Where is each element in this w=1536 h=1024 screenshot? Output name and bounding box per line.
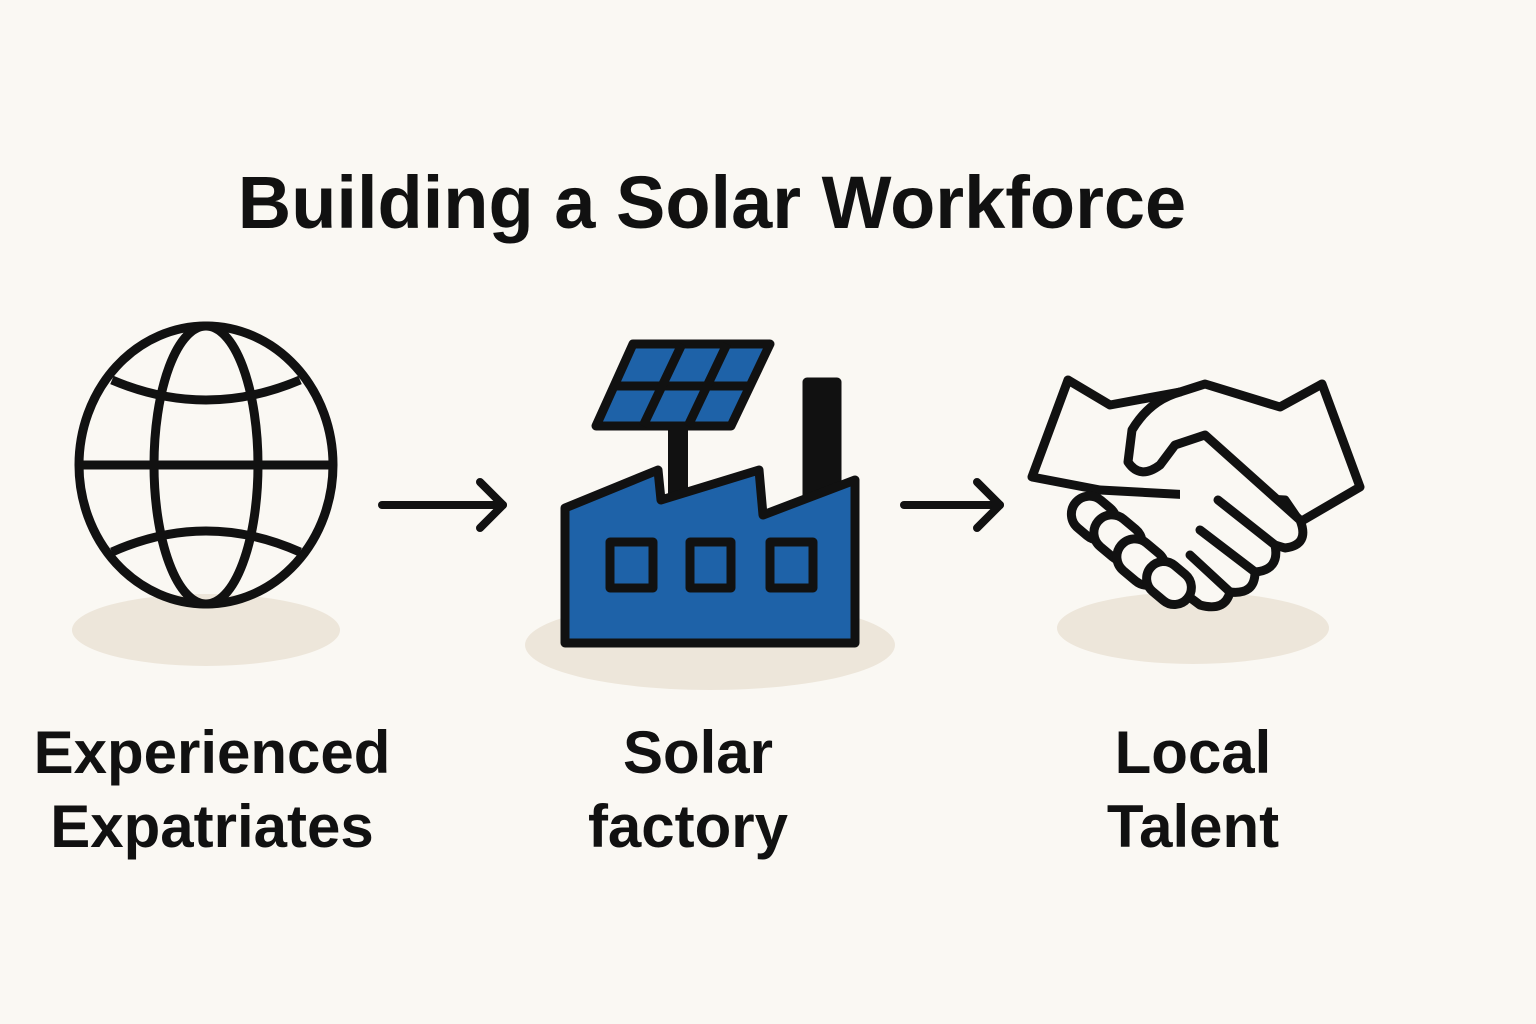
- handshake-icon: [1027, 375, 1365, 612]
- globe-shadow: [72, 594, 340, 666]
- arrow-icon: [378, 478, 507, 532]
- label-line: factory: [587, 793, 789, 860]
- step-label-factory: Solar factory: [488, 716, 888, 864]
- step-label-local-talent: Local Talent: [993, 716, 1393, 864]
- solar-factory-icon: [560, 339, 860, 648]
- label-line: Solar: [622, 719, 774, 786]
- label-line: Talent: [1106, 793, 1280, 860]
- label-line: Expatriates: [50, 793, 374, 860]
- step-label-expatriates: Experienced Expatriates: [12, 716, 412, 864]
- handshake-shadow: [1057, 592, 1329, 664]
- globe-icon: [74, 321, 338, 609]
- label-line: Local: [1114, 719, 1272, 786]
- page-title: Building a Solar Workforce: [237, 161, 1187, 244]
- arrow-icon: [900, 478, 1004, 532]
- label-line: Experienced: [33, 719, 391, 786]
